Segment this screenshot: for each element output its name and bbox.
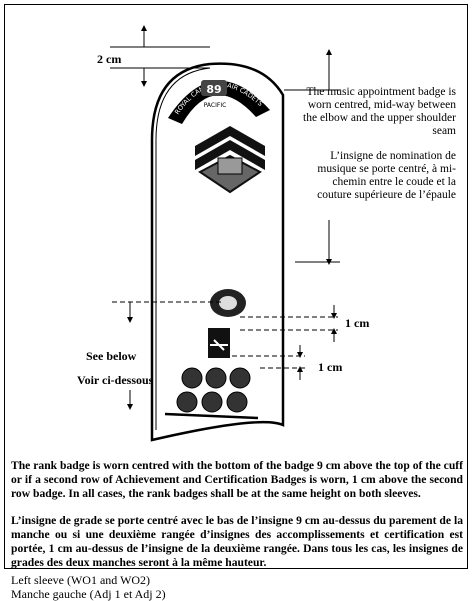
right-note-en: The music appointment badge is worn cent… [303, 86, 456, 137]
right-note-fr: L’insigne de nomination de musique se po… [317, 150, 456, 201]
squadron-place: PACIFIC [204, 102, 227, 109]
voir-ci-dessous-label: Voir ci-dessous [77, 373, 154, 387]
paragraph-fr: L’insigne de grade se porte centré avec … [11, 514, 463, 569]
shoulder-title-patch [168, 80, 270, 124]
measure-1cm-b: 1 cm [318, 360, 343, 374]
figure-frame [4, 4, 468, 569]
measure-top-label: 2 cm [97, 52, 122, 66]
squadron-number-box [201, 80, 227, 96]
caption-en: Left sleeve (WO1 and WO2) [11, 573, 151, 587]
caption-fr: Manche gauche (Adj 1 et Adj 2) [11, 587, 166, 601]
see-below-label: See below [86, 349, 137, 363]
rank-chevron-badge [195, 126, 265, 194]
paragraph-en: The rank badge is worn centred with the … [11, 459, 463, 500]
wings-badge [208, 328, 230, 358]
measure-1cm-a: 1 cm [345, 316, 370, 330]
squadron-number: 89 [206, 83, 221, 96]
achievement-badges [176, 367, 251, 413]
